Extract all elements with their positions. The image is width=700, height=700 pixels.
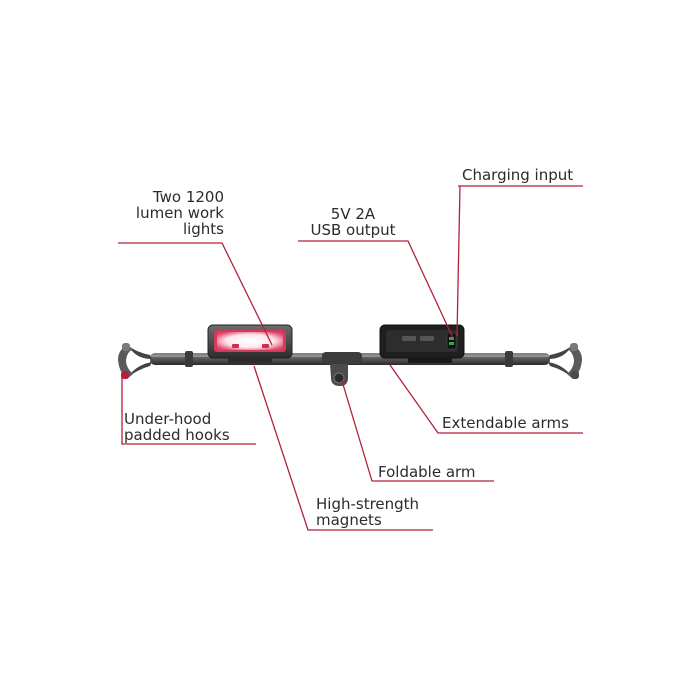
label-hooks-line-2: padded hooks — [124, 426, 230, 444]
label-foldable-arm: Foldable arm — [378, 463, 476, 481]
label-work-lights: Two 1200 lumen work lights — [114, 189, 224, 237]
label-usb-output-line-1: 5V 2A — [330, 205, 376, 223]
leader-line-foldable-arm — [341, 380, 494, 482]
label-work-lights-line-3: lights — [182, 220, 224, 238]
label-work-lights-line-1: Two 1200 — [152, 188, 224, 206]
label-work-lights-line-2: lumen work — [135, 204, 224, 222]
leader-line-charging-input-vertical — [456, 185, 461, 337]
left-work-light — [207, 324, 293, 363]
left-hook — [118, 343, 152, 380]
right-work-light — [379, 324, 465, 363]
leader-line-usb-output — [298, 240, 454, 339]
leader-line-magnets — [253, 365, 433, 531]
label-magnets: High-strength magnets — [316, 496, 419, 528]
callout-lines — [118, 185, 583, 531]
right-hook — [548, 343, 582, 380]
foldable-arm-mount — [322, 352, 362, 386]
label-magnets-line-1: High-strength — [316, 495, 420, 513]
label-usb-output: 5V 2A USB output — [300, 206, 406, 238]
leader-line-extendable-arms — [389, 364, 583, 434]
leader-line-hooks — [121, 373, 256, 445]
label-usb-output-line-2: USB output — [310, 221, 396, 239]
label-hooks-line-1: Under-hood — [124, 410, 212, 428]
label-hooks: Under-hood padded hooks — [124, 411, 230, 443]
leader-line-work-lights — [118, 242, 273, 346]
label-magnets-line-2: magnets — [316, 511, 382, 529]
label-charging-input: Charging input — [462, 166, 574, 184]
label-extendable-arms: Extendable arms — [442, 414, 569, 432]
